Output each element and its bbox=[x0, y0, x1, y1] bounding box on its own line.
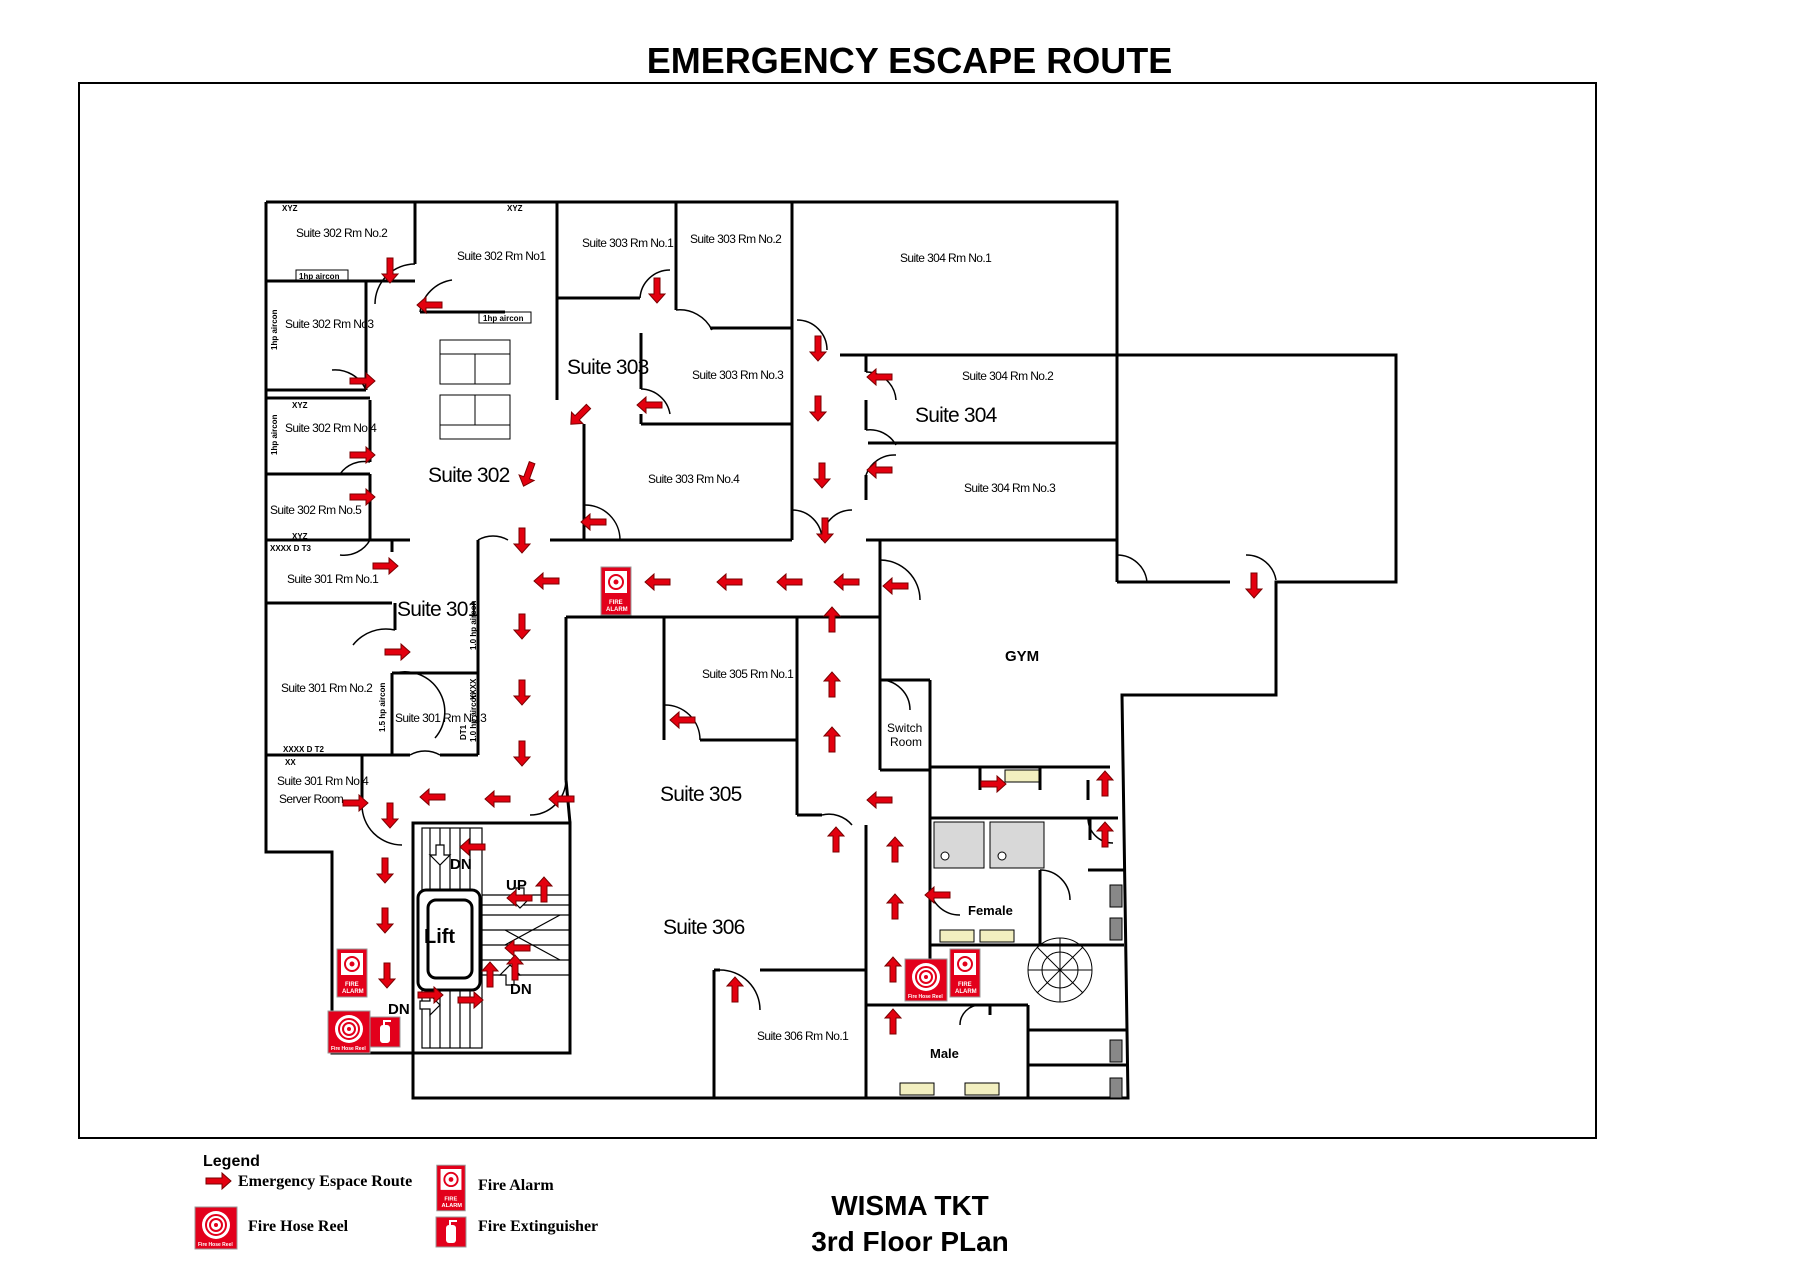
room-301-4: Suite 301 Rm No.4 bbox=[277, 774, 369, 788]
fire-hose-reel-icon: Fire Hose Reel bbox=[904, 958, 948, 1002]
aircon-vertical-label: 1.0 hp aircon bbox=[469, 693, 478, 742]
room-304-2: Suite 304 Rm No.2 bbox=[962, 369, 1054, 383]
aircon-label: 1hp aircon bbox=[299, 272, 340, 281]
fire-extinguisher-icon bbox=[369, 1016, 401, 1048]
stair-up-label: UP bbox=[506, 877, 527, 894]
room-302-5: Suite 302 Rm No.5 bbox=[270, 503, 362, 517]
xyz-label: XYZ bbox=[292, 401, 308, 410]
room-304-1: Suite 304 Rm No.1 bbox=[900, 251, 992, 265]
room-302-3: Suite 302 Rm No3 bbox=[285, 317, 374, 331]
room-301-1: Suite 301 Rm No.1 bbox=[287, 572, 379, 586]
room-305-1: Suite 305 Rm No.1 bbox=[702, 667, 794, 681]
legend-alarm-label: Fire Alarm bbox=[478, 1177, 554, 1194]
legend-extinguisher-label: Fire Extinguisher bbox=[478, 1218, 599, 1235]
svg-text:FIRE: FIRE bbox=[345, 982, 359, 988]
male-label: Male bbox=[930, 1046, 959, 1061]
suite-302: Suite 302 bbox=[428, 464, 510, 487]
floor-name: 3rd Floor PLan bbox=[811, 1226, 1009, 1257]
xyz-label: XYZ bbox=[292, 532, 308, 541]
xxxx-label: XXXX bbox=[469, 678, 478, 700]
svg-text:Fire Hose Reel: Fire Hose Reel bbox=[331, 1046, 366, 1052]
legend-fire-alarm-icon: FIRE ALARM bbox=[435, 1164, 467, 1212]
room-302-4: Suite 302 Rm No.4 bbox=[285, 421, 377, 435]
female-label: Female bbox=[968, 903, 1013, 918]
svg-text:FIRE: FIRE bbox=[609, 600, 623, 606]
svg-text:ALARM: ALARM bbox=[955, 989, 977, 995]
svg-text:FIRE: FIRE bbox=[958, 982, 972, 988]
room-303-4: Suite 303 Rm No.4 bbox=[648, 472, 740, 486]
switch-room-label-2: Room bbox=[890, 735, 922, 749]
lift-label: Lift bbox=[424, 926, 455, 948]
svg-text:ALARM: ALARM bbox=[606, 607, 628, 613]
room-303-3: Suite 303 Rm No.3 bbox=[692, 368, 784, 382]
legend-fire-hose-reel-icon: Fire Hose Reel bbox=[194, 1206, 238, 1250]
dt1-label: DT1 bbox=[459, 724, 468, 740]
xxxx-dt2-label: XXXX D T2 bbox=[283, 745, 324, 754]
xyz-label: XYZ bbox=[507, 204, 523, 213]
suite-305: Suite 305 bbox=[660, 783, 742, 806]
building-info: WISMA TKT 3rd Floor PLan bbox=[760, 1188, 1060, 1260]
fire-alarm-icon: FIRE ALARM bbox=[336, 948, 368, 998]
server-room: Server Room bbox=[279, 792, 344, 806]
svg-text:Fire Hose Reel: Fire Hose Reel bbox=[908, 994, 943, 1000]
suite-303: Suite 303 bbox=[567, 356, 649, 379]
switch-room-label-1: Switch bbox=[887, 721, 922, 735]
legend-route-label: Emergency Espace Route bbox=[238, 1173, 413, 1190]
workstations bbox=[439, 339, 511, 440]
svg-text:Fire Hose Reel: Fire Hose Reel bbox=[198, 1242, 233, 1248]
stair-dn-label-3: DN bbox=[388, 1001, 410, 1018]
suite-306: Suite 306 bbox=[663, 916, 745, 939]
suite-301: Suite 301 bbox=[397, 598, 479, 621]
xxxx-dt3-label: XXXX D T3 bbox=[270, 544, 311, 553]
room-303-2: Suite 303 Rm No.2 bbox=[690, 232, 782, 246]
suite-304: Suite 304 bbox=[915, 404, 998, 427]
aircon-vertical-label: 1.5 hp aircon bbox=[378, 683, 387, 732]
aircon-label: 1hp aircon bbox=[483, 314, 524, 323]
legend-fire-extinguisher-icon bbox=[435, 1216, 467, 1248]
xyz-label: XYZ bbox=[282, 204, 298, 213]
room-302-2: Suite 302 Rm No.2 bbox=[296, 226, 388, 240]
room-303-1: Suite 303 Rm No.1 bbox=[582, 236, 674, 250]
gym-label: GYM bbox=[1005, 648, 1039, 665]
aircon-vertical-label: 1hp aircon bbox=[270, 309, 279, 350]
page-title: EMERGENCY ESCAPE ROUTE bbox=[646, 40, 1173, 81]
svg-text:ALARM: ALARM bbox=[442, 1203, 463, 1209]
room-304-3: Suite 304 Rm No.3 bbox=[964, 481, 1056, 495]
room-301-3: Suite 301 Rm No.3 bbox=[395, 711, 487, 725]
legend-hose-label: Fire Hose Reel bbox=[248, 1218, 349, 1235]
aircon-vertical-label: 1hp aircon bbox=[270, 414, 279, 455]
plan-frame bbox=[78, 82, 1597, 1139]
room-306-1: Suite 306 Rm No.1 bbox=[757, 1029, 849, 1043]
legend-route-arrow-icon bbox=[205, 1172, 232, 1190]
room-302-1: Suite 302 Rm No1 bbox=[457, 249, 546, 263]
svg-text:FIRE: FIRE bbox=[444, 1196, 457, 1202]
aircon-vertical-label: 1.0 hp aircon bbox=[469, 601, 478, 650]
legend-title: Legend bbox=[203, 1153, 260, 1170]
stair-dn-label-2: DN bbox=[510, 981, 532, 998]
room-301-2: Suite 301 Rm No.2 bbox=[281, 681, 373, 695]
fire-hose-reel-icon: Fire Hose Reel bbox=[327, 1010, 371, 1054]
fire-alarm-icon: FIRE ALARM bbox=[600, 566, 632, 616]
fire-alarm-icon: FIRE ALARM bbox=[949, 948, 981, 998]
equipment-labels: XYZ XYZ XYZ XYZ XX 1hp aircon 1hp aircon… bbox=[270, 204, 532, 767]
xx-label: XX bbox=[285, 758, 296, 767]
toilet-fixtures bbox=[899, 769, 1123, 1099]
svg-text:ALARM: ALARM bbox=[342, 989, 364, 995]
building-name: WISMA TKT bbox=[831, 1190, 989, 1221]
stair-dn-label-1: DN bbox=[450, 856, 472, 873]
walls bbox=[264, 200, 1398, 1100]
